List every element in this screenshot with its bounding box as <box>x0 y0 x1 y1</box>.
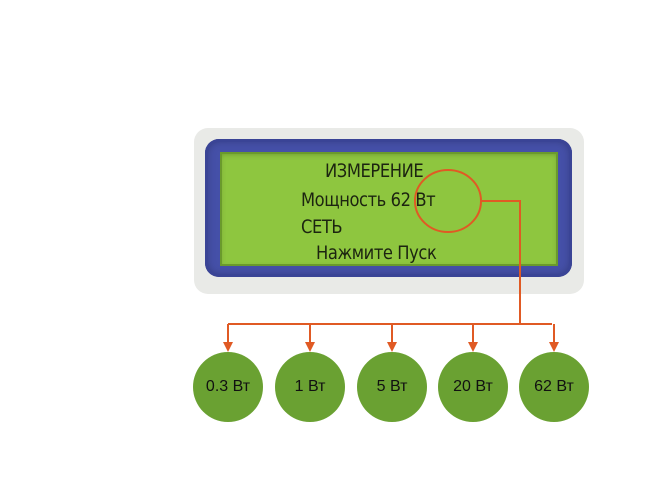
power-option-20w: 20 Вт <box>438 352 508 422</box>
power-option-label: 5 Вт <box>376 378 408 395</box>
power-option-label: 0.3 Вт <box>205 378 251 395</box>
highlight-ring <box>414 169 482 233</box>
power-option-label: 20 Вт <box>453 378 493 395</box>
power-option-0-3w: 0.3 Вт <box>193 352 263 422</box>
power-option-label: 1 Вт <box>294 378 326 395</box>
power-option-1w: 1 Вт <box>275 352 345 422</box>
lcd-line-power: Мощность 62 Вт <box>301 189 436 211</box>
lcd-line-mode: ИЗМЕРЕНИЕ <box>325 160 424 182</box>
lcd-screen <box>220 152 558 266</box>
power-option-62w: 62 Вт <box>519 352 589 422</box>
connector-line <box>481 200 521 324</box>
lcd-line-prompt: Нажмите Пуск <box>316 242 437 264</box>
power-option-5w: 5 Вт <box>357 352 427 422</box>
lcd-line-source: СЕТЬ <box>301 216 343 238</box>
power-option-label: 62 Вт <box>534 378 574 395</box>
